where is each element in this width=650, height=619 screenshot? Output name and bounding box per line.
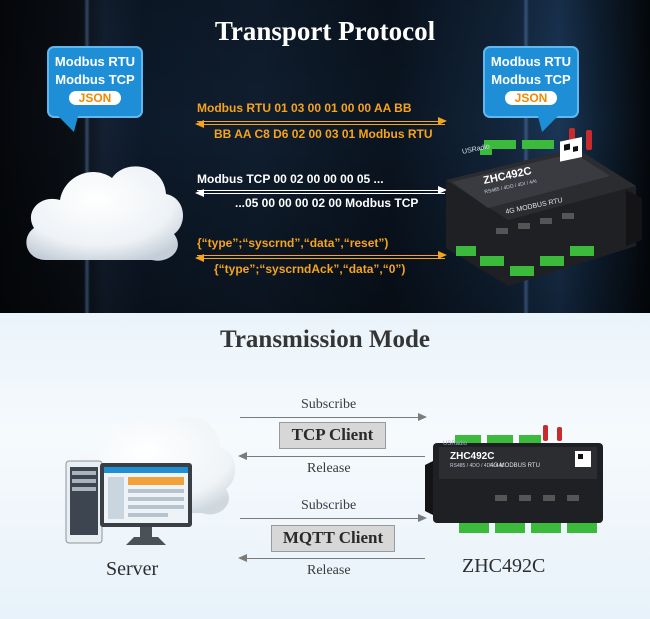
- message-rtu-response: BB AA C8 D6 02 00 03 01 Modbus RTU: [214, 127, 433, 141]
- bubble-line-modbus-rtu: Modbus RTU: [490, 54, 572, 69]
- message-rtu-request: Modbus RTU 01 03 00 01 00 00 AA BB: [197, 101, 412, 115]
- device-model: ZHC492C: [450, 451, 495, 462]
- message-json-response: {“type”;“syscrndAck”,“data”,“0”): [214, 262, 406, 276]
- json-badge: JSON: [504, 91, 558, 105]
- arrow-left: [195, 189, 445, 197]
- arrow-left: [195, 254, 445, 262]
- arrow-left: [195, 120, 445, 128]
- transmission-mode-title: Transmission Mode: [220, 326, 430, 353]
- message-tcp-response: ...05 00 00 00 02 00 Modbus TCP: [235, 196, 419, 210]
- bubble-tail: [58, 116, 84, 132]
- arrow-right: [240, 413, 427, 421]
- bubble-line-modbus-tcp: Modbus TCP: [491, 72, 571, 87]
- mqtt-client-box: MQTT Client: [271, 525, 395, 552]
- arrow-right: [197, 251, 447, 259]
- protocol-bubble-left: Modbus RTU Modbus TCP JSON: [47, 46, 143, 132]
- device-subtitle: RS485 / 4DO / 4DI / 4AI: [450, 463, 504, 469]
- tcp-subscribe-label: Subscribe: [301, 397, 357, 412]
- bubble-line-modbus-tcp: Modbus TCP: [55, 72, 135, 87]
- transport-protocol-title: Transport Protocol: [214, 16, 436, 46]
- device-panel-label: 4G MODBUS RTU: [490, 463, 540, 469]
- transmission-mode-panel: Transmission Mode: [0, 313, 650, 619]
- mqtt-release-label: Release: [307, 563, 351, 578]
- device-brand: USRadio: [443, 441, 468, 447]
- arrow-right: [197, 186, 447, 194]
- message-json-request: {“type”;“syscrnd”,“data”,“reset”): [197, 236, 389, 250]
- mqtt-subscribe-label: Subscribe: [301, 498, 357, 513]
- arrow-right: [240, 514, 427, 522]
- tcp-client-box: TCP Client: [279, 422, 386, 449]
- transport-protocol-panel: Transport Protocol Modbus RTU Modbus TCP…: [0, 0, 650, 313]
- arrow-left: [238, 554, 425, 562]
- tcp-release-label: Release: [307, 461, 351, 476]
- device-label: ZHC492C: [462, 555, 546, 577]
- message-tcp-request: Modbus TCP 00 02 00 00 00 05 ...: [197, 172, 384, 186]
- bubble-line-modbus-rtu: Modbus RTU: [54, 54, 136, 69]
- server-label: Server: [106, 558, 159, 580]
- json-badge: JSON: [68, 91, 122, 105]
- arrow-left: [238, 452, 425, 460]
- protocol-bubble-right: Modbus RTU Modbus TCP JSON: [483, 46, 579, 132]
- monitor-icon: [100, 463, 192, 545]
- arrow-right: [197, 117, 447, 125]
- light-beam: [523, 0, 529, 313]
- zhc492c-device-image: [425, 425, 603, 533]
- cloud-icon: [26, 166, 184, 261]
- light-beam: [84, 0, 90, 313]
- zhc492c-device-image: [446, 128, 642, 286]
- server-tower-icon: [65, 460, 103, 544]
